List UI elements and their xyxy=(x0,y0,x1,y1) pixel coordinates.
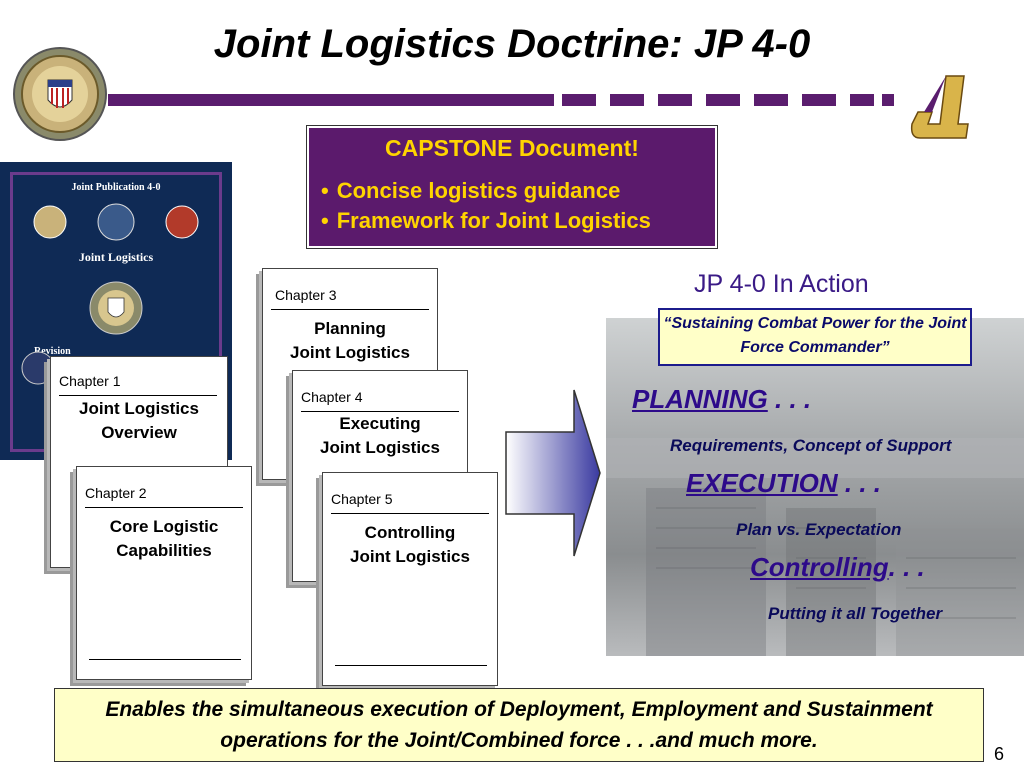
title-bar-dash xyxy=(562,94,596,106)
title-bar-dash xyxy=(610,94,644,106)
chapter-footer-rule xyxy=(335,665,487,666)
chapter-rule xyxy=(301,411,459,412)
execution-heading: EXECUTION . . . xyxy=(686,468,881,499)
title-bar-dash xyxy=(754,94,788,106)
chapter-book-5: Chapter 5 Controlling Joint Logistics xyxy=(322,472,498,686)
capstone-bullet: Concise logistics guidance xyxy=(321,176,715,206)
cover-partial-text: Revision xyxy=(34,346,71,357)
in-action-heading: JP 4-0 In Action xyxy=(694,270,869,298)
cover-title: Joint Logistics xyxy=(78,250,154,264)
page-number: 6 xyxy=(994,744,1005,764)
planning-word: PLANNING xyxy=(632,384,768,414)
capstone-bullet-list: Concise logistics guidance Framework for… xyxy=(309,176,715,236)
controlling-heading: Controlling. . . xyxy=(750,552,925,583)
chapter-label: Chapter 4 xyxy=(301,389,363,405)
title-bar-dash xyxy=(882,94,894,106)
port-photo xyxy=(606,318,1024,656)
chapter-footer-rule xyxy=(89,659,241,660)
chapter-title-line: Executing xyxy=(339,414,421,433)
controlling-ellipsis: . . . xyxy=(888,552,925,582)
cover-publication-label: Joint Publication 4-0 xyxy=(71,182,161,193)
title-bar-dash xyxy=(802,94,836,106)
capstone-callout: CAPSTONE Document! Concise logistics gui… xyxy=(307,126,717,248)
chapter-rule xyxy=(331,513,489,514)
title-bar-dash xyxy=(658,94,692,106)
chapter-book-2: Chapter 2 Core Logistic Capabilities xyxy=(76,466,252,680)
cover-jcs-seal xyxy=(89,281,143,335)
joint-chiefs-seal xyxy=(10,38,110,150)
planning-heading: PLANNING . . . xyxy=(632,384,811,415)
chapter-title-line: Joint Logistics xyxy=(290,343,410,362)
chapter-label: Chapter 5 xyxy=(331,491,393,507)
controlling-subtext: Putting it all Together xyxy=(768,604,943,623)
chapter-title-line: Planning xyxy=(314,319,386,338)
chapter-label: Chapter 3 xyxy=(275,287,337,303)
planning-subtext: Requirements, Concept of Support xyxy=(670,436,952,455)
chapter-title-line: Controlling xyxy=(364,523,456,542)
chapter-title-line: Joint Logistics xyxy=(320,438,440,457)
chapter-title-line: Capabilities xyxy=(116,541,212,560)
chapter-title-line: Overview xyxy=(101,423,177,442)
right-arrow xyxy=(505,389,601,557)
chapter-rule xyxy=(271,309,429,310)
capstone-heading: CAPSTONE Document! xyxy=(385,135,639,161)
controlling-word: Controlling xyxy=(750,552,889,582)
title-bar-dash xyxy=(706,94,740,106)
j4-logo: 4 xyxy=(900,60,990,150)
chapter-label: Chapter 2 xyxy=(85,485,147,501)
quote-callout: “Sustaining Combat Power for the Joint F… xyxy=(658,308,972,366)
summary-banner: Enables the simultaneous execution of De… xyxy=(54,688,984,762)
chapter-title-line: Joint Logistics xyxy=(79,399,199,418)
cover-service-seals xyxy=(33,203,199,241)
capstone-bullet: Framework for Joint Logistics xyxy=(321,206,715,236)
chapter-rule xyxy=(59,395,217,396)
chapter-label: Chapter 1 xyxy=(59,373,121,389)
chapter-title-line: Joint Logistics xyxy=(350,547,470,566)
planning-ellipsis: . . . xyxy=(767,384,812,414)
title-underline-bar xyxy=(108,94,554,106)
execution-subtext: Plan vs. Expectation xyxy=(736,520,902,539)
title-bar-dash xyxy=(850,94,874,106)
chapter-rule xyxy=(85,507,243,508)
execution-ellipsis: . . . xyxy=(837,468,882,498)
chapter-title-line: Core Logistic xyxy=(109,517,219,536)
execution-word: EXECUTION xyxy=(686,468,838,498)
page-title: Joint Logistics Doctrine: JP 4-0 xyxy=(213,22,811,66)
